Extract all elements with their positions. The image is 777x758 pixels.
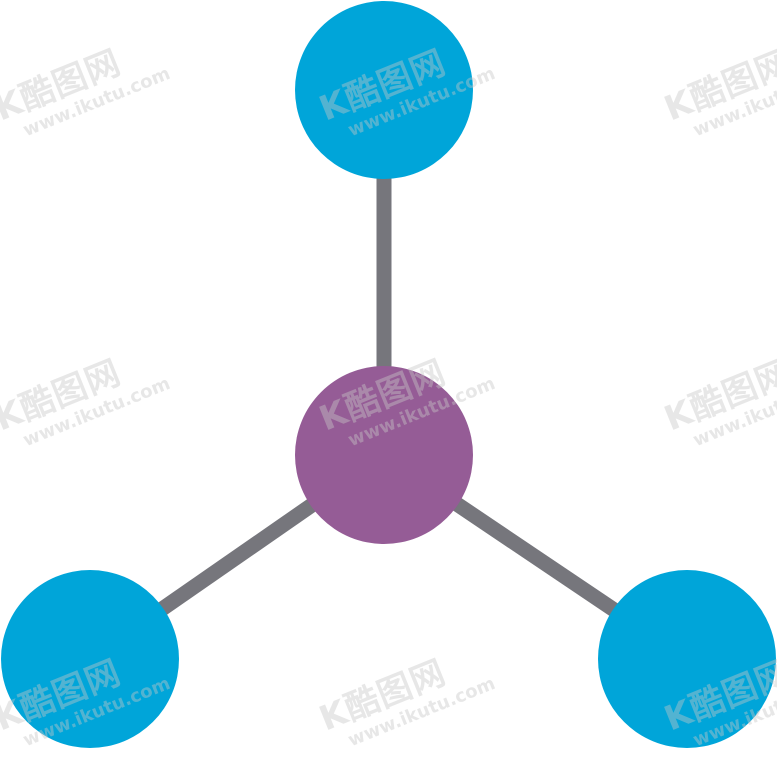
atom-center xyxy=(295,366,473,544)
atom-bottom-right xyxy=(598,570,776,748)
atom-top xyxy=(295,1,473,179)
atom-bottom-left xyxy=(1,570,179,748)
